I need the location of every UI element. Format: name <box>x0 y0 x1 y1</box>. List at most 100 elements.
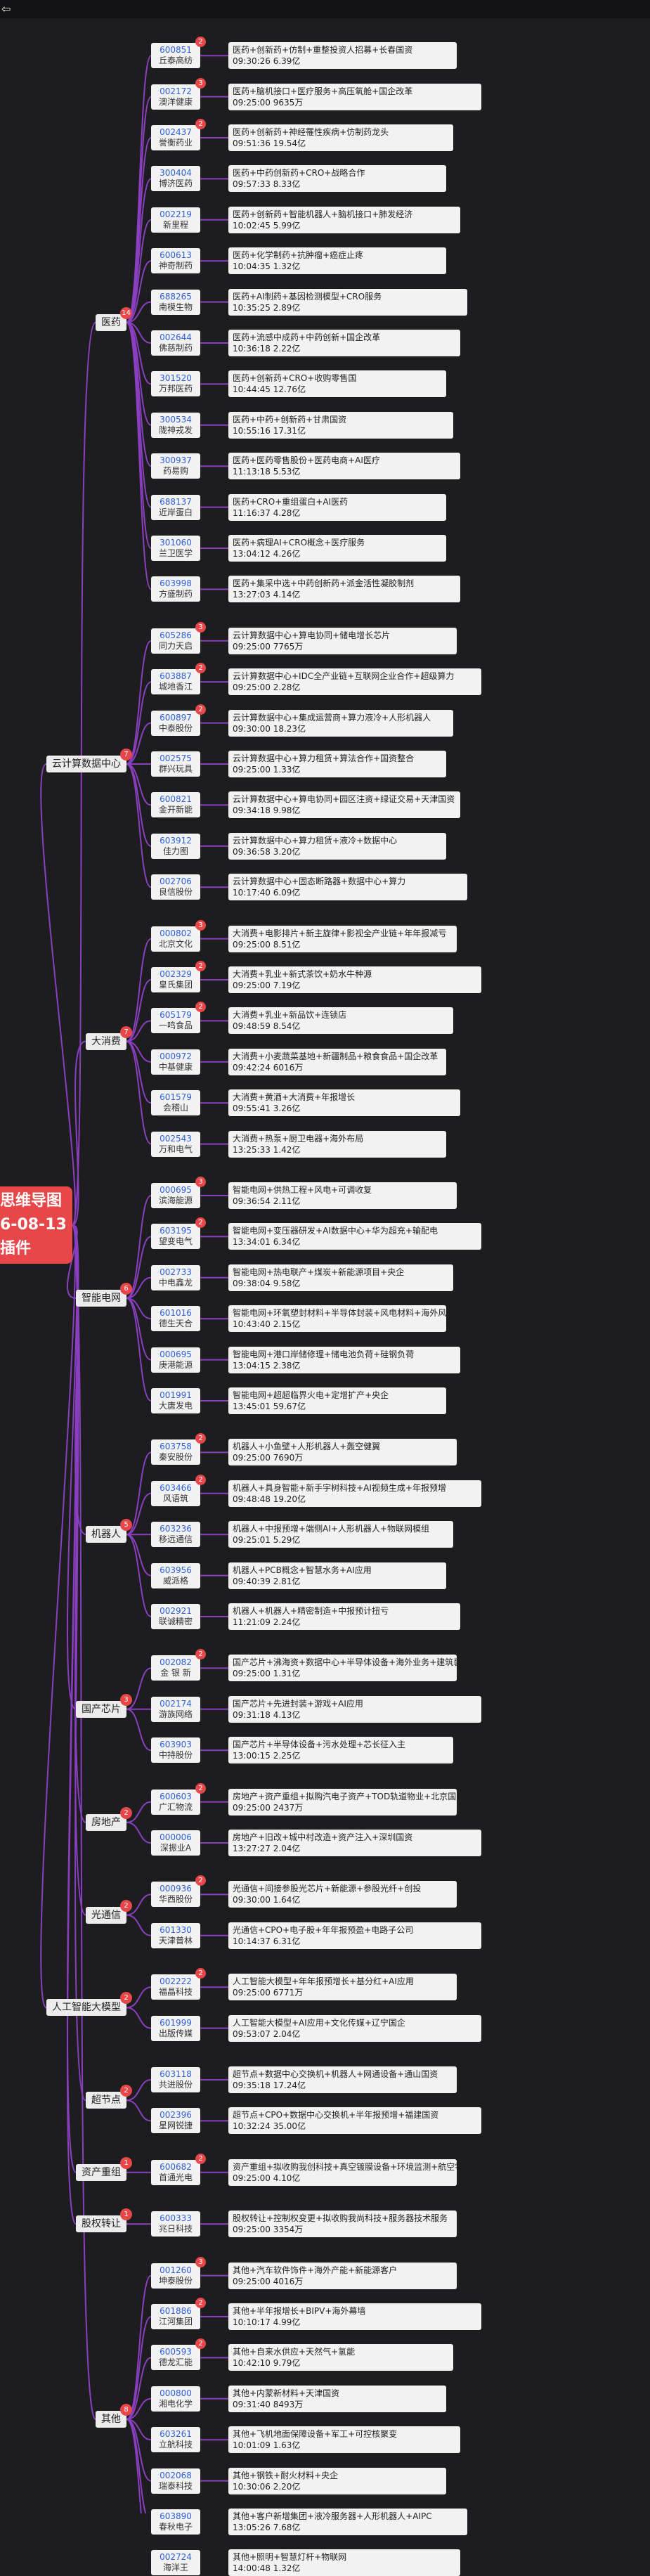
root-node[interactable]: 思维导图 6-08-13 插件 <box>0 1186 72 1264</box>
category-node[interactable]: 人工智能大模型 <box>46 1999 126 2017</box>
stock-info-card[interactable]: 国产芯片+沸海资+数据中心+半导体设备+海外业务+建筑装饰龙头09:25:00 … <box>228 1655 457 1682</box>
category-node[interactable]: 机器人 <box>86 1526 126 1543</box>
back-arrow-icon[interactable]: ⇦ <box>1 2 11 15</box>
category-node[interactable]: 国产芯片 <box>76 1700 126 1718</box>
category-node[interactable]: 医药 <box>96 313 126 331</box>
category-node[interactable]: 光通信 <box>86 1906 126 1924</box>
category-node[interactable]: 房地产 <box>86 1813 126 1831</box>
